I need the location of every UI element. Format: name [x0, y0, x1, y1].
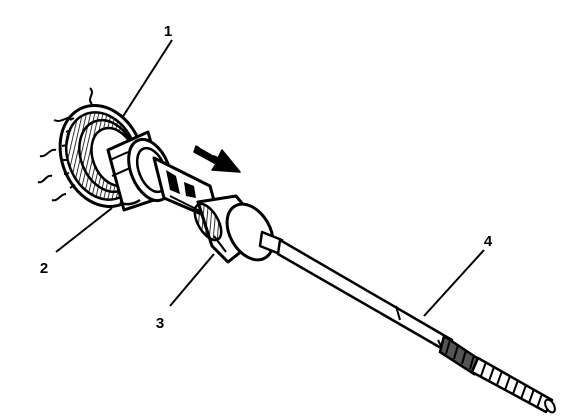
- leader-line-2: [55, 207, 113, 253]
- callout-2: 2: [40, 260, 48, 277]
- callout-3: 3: [156, 315, 164, 332]
- arrow-icon: [193, 145, 241, 173]
- leader-line-4: [423, 249, 485, 317]
- slide-hammer-weight: [193, 194, 275, 264]
- callout-1: 1: [164, 23, 172, 40]
- threaded-shaft: [258, 230, 556, 414]
- leader-line-3: [169, 253, 215, 307]
- leader-lines: [55, 39, 485, 317]
- callout-4: 4: [484, 233, 493, 250]
- callout-labels: 1 2 3 4: [40, 23, 493, 332]
- leader-line-1: [121, 39, 173, 119]
